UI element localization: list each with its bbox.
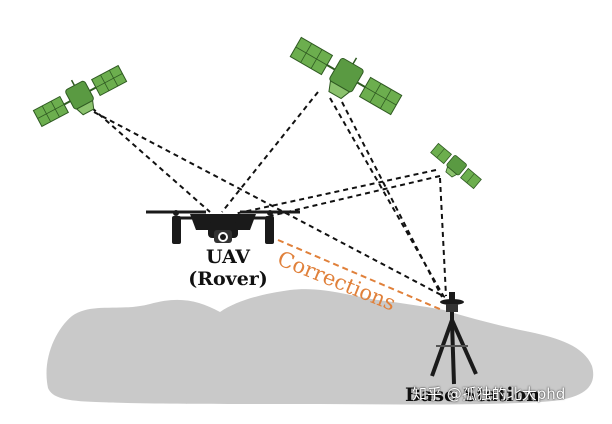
signal-links <box>91 91 447 298</box>
uav-label: UAV (Rover) <box>170 246 286 290</box>
satellite-icon <box>32 64 128 128</box>
uav-label-line1: UAV <box>205 246 251 268</box>
link-sat1-drone <box>91 107 211 213</box>
link-sat3-drone <box>233 169 437 215</box>
link-sat2-base-b <box>329 97 445 298</box>
drone-icon <box>146 210 300 244</box>
satellite-icon <box>430 142 482 190</box>
satellite-icon <box>289 36 403 116</box>
link-sat1-base <box>93 111 446 298</box>
link-sat2-base-a <box>341 101 443 298</box>
watermark: 知乎 @孤独的北大phd <box>412 385 566 403</box>
ground-terrain <box>46 289 594 405</box>
base-station-label: Base Station <box>405 384 541 406</box>
uav-label-line2: (Rover) <box>188 268 268 290</box>
gnss-tripod-icon <box>430 292 478 385</box>
link-sat3-base <box>439 177 447 297</box>
link-sat3-drone-b <box>269 175 441 217</box>
link-sat2-drone <box>221 91 319 213</box>
